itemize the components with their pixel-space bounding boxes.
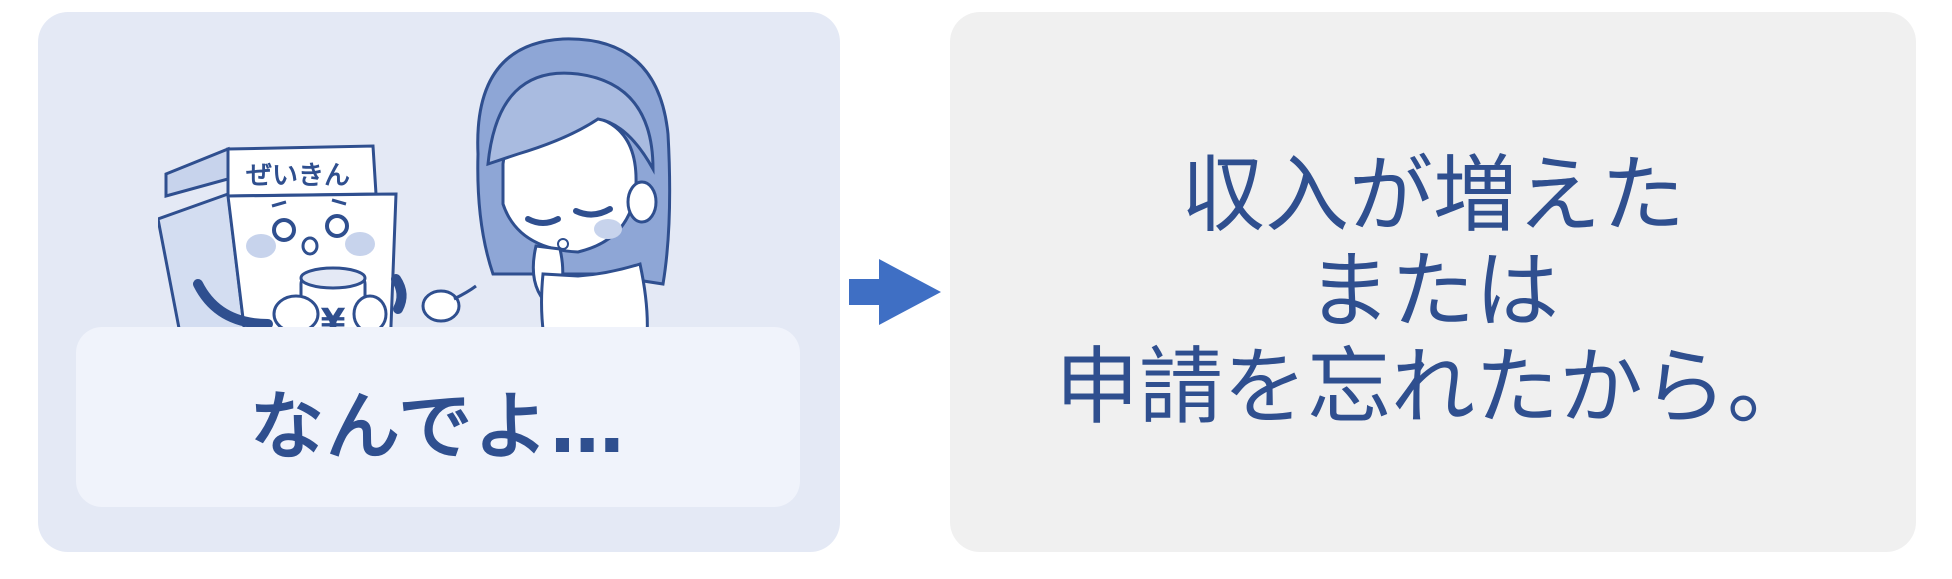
right-panel: 収入が増えた または 申請を忘れたから。 [950,12,1916,552]
left-panel: ぜいきん ¥ [38,12,840,552]
sighing-woman [476,37,672,372]
caption-text: なんでよ… [249,384,627,470]
reason-text: 収入が増えた または 申請を忘れたから。 [950,147,1916,435]
reason-line-1: 収入が増えた [1180,146,1685,244]
arrow-right-icon [849,259,941,325]
sigh-bubble [421,284,477,323]
reason-line-2: または [1306,242,1559,340]
box-label: ぜいきん [246,161,350,191]
reason-line-3: 申請を忘れたから。 [1054,338,1811,436]
illustration: ぜいきん ¥ [158,37,672,372]
caption-box: なんでよ… [76,327,800,507]
